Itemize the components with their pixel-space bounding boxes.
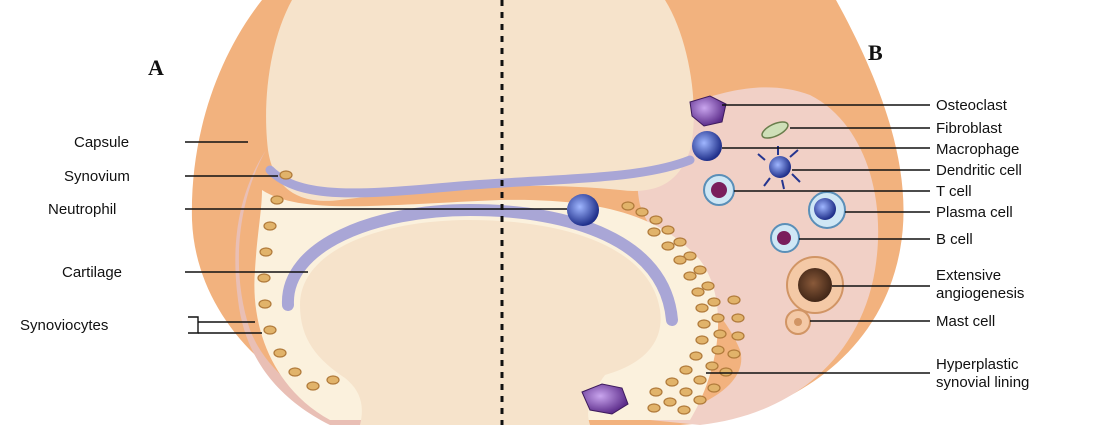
- label-angiogenesis-line1: Extensive: [936, 267, 1001, 284]
- panel-label-b: B: [868, 40, 883, 65]
- label-synoviocytes: Synoviocytes: [20, 317, 108, 334]
- b-cell: [771, 224, 799, 252]
- label-angiogenesis-line2: angiogenesis: [936, 285, 1024, 302]
- label-synovium: Synovium: [64, 168, 130, 185]
- label-t-cell: T cell: [936, 183, 972, 200]
- label-cartilage: Cartilage: [62, 264, 122, 281]
- label-mast-cell: Mast cell: [936, 313, 995, 330]
- label-capsule: Capsule: [74, 134, 129, 151]
- panel-label-a: A: [148, 55, 164, 80]
- mast-cell: [786, 310, 810, 334]
- label-hyperplastic-line1: Hyperplastic: [936, 356, 1019, 373]
- label-neutrophil: Neutrophil: [48, 201, 116, 218]
- macrophage-cell: [692, 131, 722, 161]
- label-plasma-cell: Plasma cell: [936, 204, 1013, 221]
- plasma-cell: [809, 192, 845, 228]
- label-osteoclast: Osteoclast: [936, 97, 1008, 114]
- label-b-cell: B cell: [936, 231, 973, 248]
- label-dendritic-cell: Dendritic cell: [936, 162, 1022, 179]
- label-macrophage: Macrophage: [936, 141, 1019, 158]
- label-fibroblast: Fibroblast: [936, 120, 1003, 137]
- neutrophil-cell: [567, 194, 599, 226]
- t-cell: [704, 175, 734, 205]
- angiogenesis-vessel: [787, 257, 843, 313]
- label-hyperplastic-line2: synovial lining: [936, 374, 1029, 391]
